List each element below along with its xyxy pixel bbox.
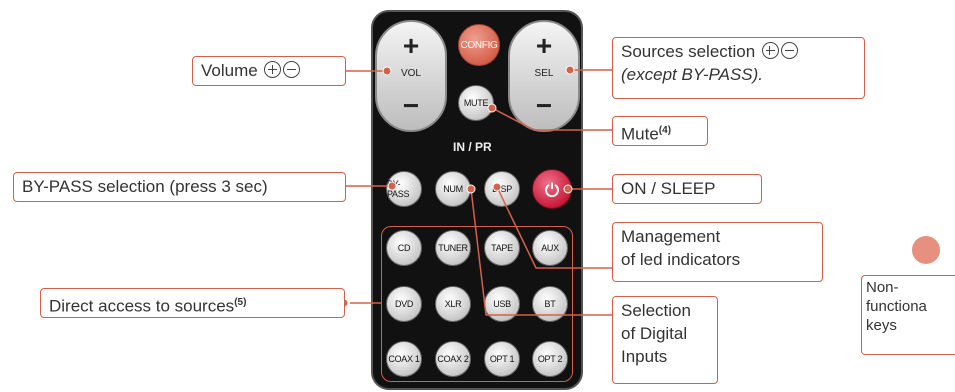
- volume-down-label: −: [402, 90, 420, 121]
- dvd-button[interactable]: DVD: [386, 286, 422, 322]
- direct-access-text: Direct access to sources: [49, 296, 235, 316]
- power-icon: [545, 182, 559, 197]
- led-callout-line2: of led indicators: [621, 250, 741, 269]
- digital-callout-line3: Inputs: [621, 347, 668, 366]
- digital-callout-line1: Selection: [621, 301, 691, 320]
- digital-callout-line2: of Digital: [621, 324, 688, 343]
- volume-rocker[interactable]: + VOL −: [375, 20, 447, 132]
- nonfunc-line2: functiona: [866, 298, 927, 315]
- circled-plus-icon: [264, 61, 282, 78]
- coax2-button[interactable]: COAX 2: [435, 341, 471, 377]
- vol-label: VOL: [400, 68, 421, 79]
- volume-callout-text: Volume: [201, 61, 258, 80]
- opt2-button[interactable]: OPT 2: [532, 341, 568, 377]
- circled-minus-icon: [780, 42, 798, 59]
- non-functional-keys-legend: Non- functiona keys: [861, 275, 955, 355]
- direct-access-callout: Direct access to sources(5): [40, 288, 345, 318]
- led-management-callout: Management of led indicators: [612, 222, 823, 282]
- source-buttons-frame: [381, 226, 573, 382]
- source-selection-text: Sources selection: [621, 42, 756, 61]
- mute-callout: Mute(4): [612, 116, 708, 146]
- digital-inputs-callout: Selection of Digital Inputs: [612, 296, 718, 384]
- led-callout-line1: Management: [621, 227, 721, 246]
- disp-button[interactable]: DISP: [484, 171, 520, 207]
- nonfunc-line3: keys: [866, 317, 897, 334]
- cd-button[interactable]: CD: [386, 230, 422, 266]
- bypass-callout-text: BY-PASS selection (press 3 sec): [22, 177, 268, 196]
- opt1-button[interactable]: OPT 1: [484, 341, 520, 377]
- mute-callout-text: Mute: [621, 124, 659, 144]
- select-down-label: −: [535, 90, 553, 121]
- volume-callout: Volume: [192, 56, 346, 86]
- source-selection-note: (except BY-PASS).: [621, 65, 764, 84]
- bypass-callout: BY-PASS selection (press 3 sec): [13, 172, 346, 202]
- coax1-button[interactable]: COAX 1: [386, 341, 422, 377]
- mute-footnote: (4): [658, 125, 672, 136]
- config-button[interactable]: CONFIG: [458, 24, 500, 66]
- on-sleep-callout-text: ON / SLEEP: [621, 179, 716, 198]
- xlr-button[interactable]: XLR: [435, 286, 471, 322]
- mute-button[interactable]: MUTE: [458, 85, 494, 121]
- select-up-label: +: [535, 30, 553, 61]
- volume-up-label: +: [402, 30, 420, 61]
- direct-access-footnote: (5): [234, 297, 247, 308]
- sel-label: SEL: [534, 68, 554, 79]
- circled-minus-icon: [283, 61, 301, 78]
- non-functional-key-swatch: [912, 236, 940, 264]
- source-select-rocker[interactable]: + SEL −: [508, 20, 580, 132]
- on-sleep-callout: ON / SLEEP: [612, 174, 762, 204]
- source-selection-callout: Sources selection (except BY-PASS).: [612, 37, 865, 99]
- nonfunc-line1: Non-: [866, 279, 899, 296]
- power-button[interactable]: [532, 169, 572, 209]
- num-button[interactable]: NUM: [435, 171, 471, 207]
- in-pr-label: IN / PR: [453, 140, 492, 154]
- bypass-button[interactable]: BY-PASS: [386, 171, 422, 207]
- circled-plus-icon: [761, 42, 779, 59]
